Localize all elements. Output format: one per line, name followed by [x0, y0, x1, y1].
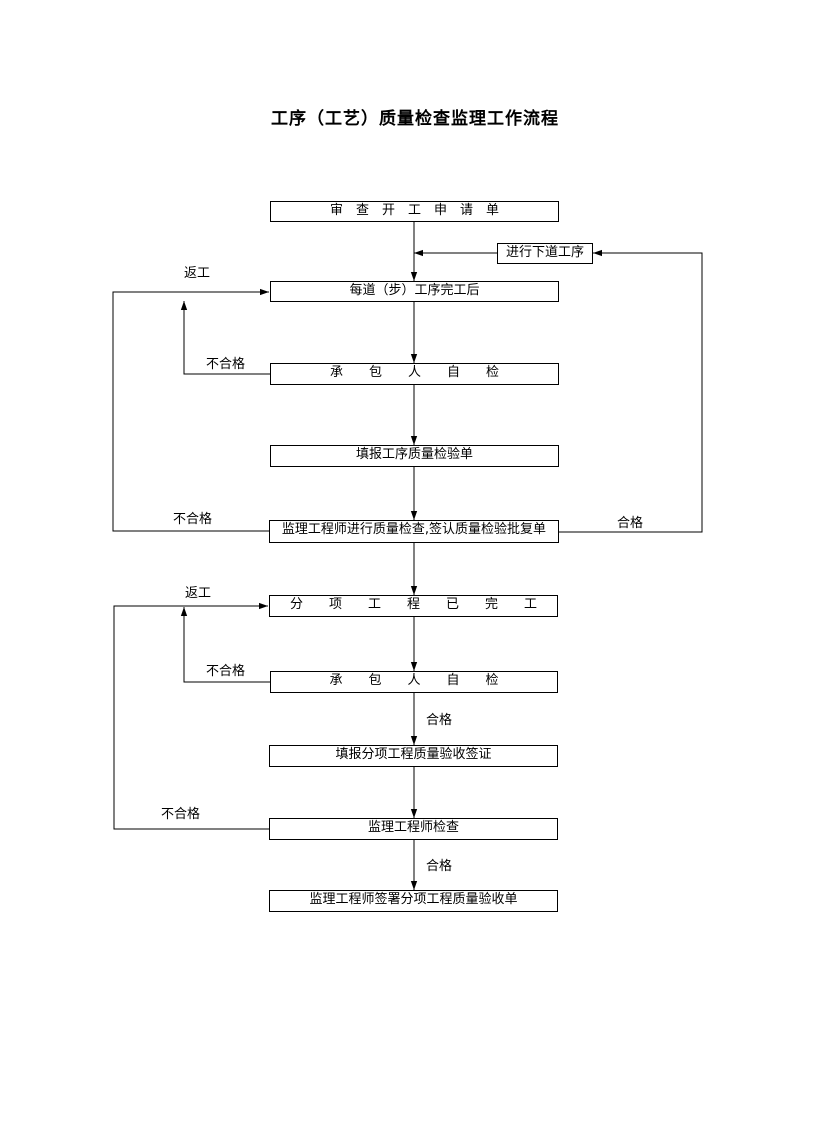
box-review-start-application: 审 查 开 工 申 请 单	[270, 201, 559, 222]
fail-loop-3-line	[180, 607, 270, 683]
fail-loop-4-line	[113, 602, 270, 830]
label-fail-1: 不合格	[206, 357, 246, 372]
box-fill-acceptance-cert: 填报分项工程质量验收签证	[269, 745, 558, 767]
label-rework-2: 返工	[185, 586, 212, 601]
box-contractor-self-check-2: 承 包 人 自 检	[270, 671, 558, 693]
fail-loop-1-line	[180, 301, 270, 375]
page-title: 工序（工艺）质量检查监理工作流程	[271, 109, 559, 129]
label-fail-4: 不合格	[161, 807, 201, 822]
box-contractor-self-check-1: 承 包 人 自 检	[270, 363, 559, 385]
box-engineer-sign-acceptance: 监理工程师签署分项工程质量验收单	[269, 890, 558, 912]
label-pass-2: 合格	[426, 713, 453, 728]
label-pass-3: 合格	[426, 859, 453, 874]
box-engineer-quality-check: 监理工程师进行质量检查,签认质量检验批复单	[269, 520, 559, 543]
label-pass-1: 合格	[617, 516, 644, 531]
label-rework-1: 返工	[184, 266, 211, 281]
box-fill-inspection-form: 填报工序质量检验单	[270, 445, 559, 467]
box-engineer-check: 监理工程师检查	[269, 818, 558, 840]
box-subitem-completed: 分 项 工 程 已 完 工	[269, 595, 558, 617]
label-fail-2: 不合格	[173, 512, 213, 527]
box-step-completed: 每道（步）工序完工后	[270, 281, 559, 302]
fail-loop-2-line	[112, 288, 270, 532]
pass-loop-line	[558, 249, 703, 533]
box-next-process: 进行下道工序	[497, 243, 593, 264]
label-fail-3: 不合格	[206, 664, 246, 679]
